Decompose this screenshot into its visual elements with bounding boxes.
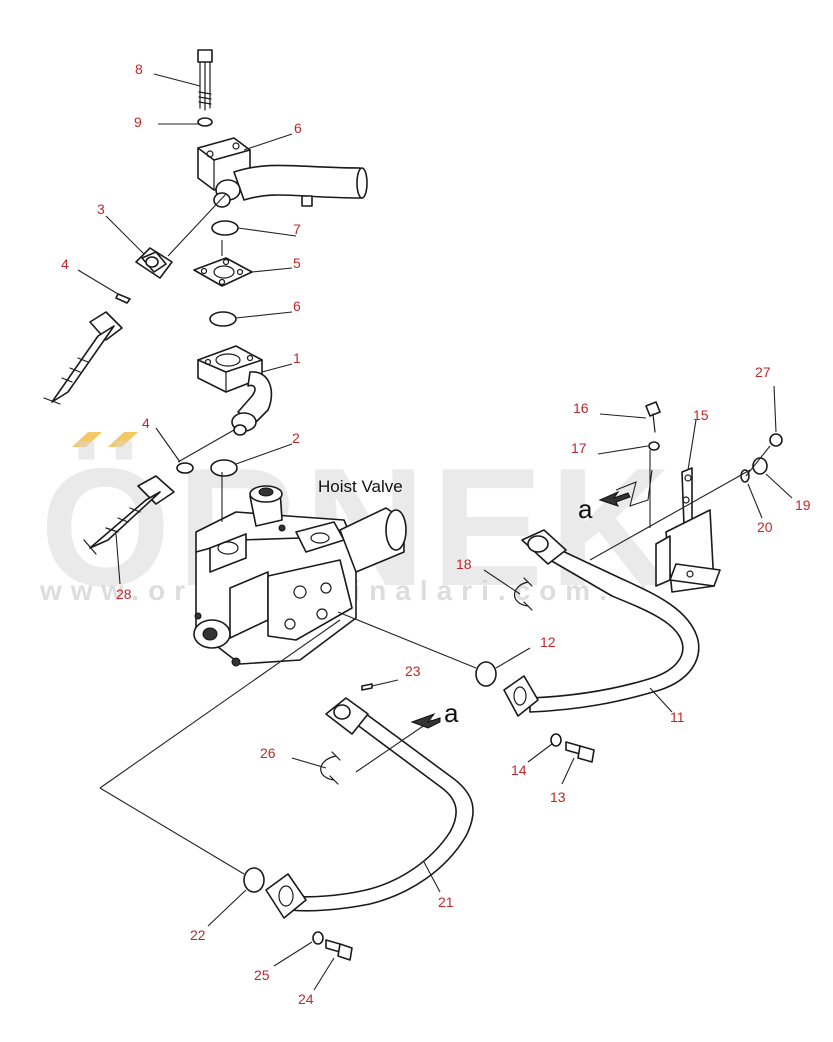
watermark-accent-right (108, 432, 138, 447)
callout-13: 13 (550, 789, 566, 805)
callout-11: 11 (670, 709, 685, 725)
callout-5: 5 (293, 255, 301, 271)
hose-fitting-upper (43, 311, 123, 405)
o-ring-part-8 (211, 220, 239, 236)
washer-part-14 (550, 733, 562, 747)
pin-part-4-upper (115, 293, 131, 304)
o-ring-part-2 (210, 459, 238, 477)
callout-21: 21 (438, 894, 454, 910)
callout-15: 15 (693, 407, 709, 423)
callout-2: 2 (292, 430, 300, 446)
callout-4-upper: 4 (61, 256, 69, 272)
callout-9: 8 (135, 61, 143, 77)
fitting-part-3 (135, 247, 173, 279)
callout-19: 19 (795, 497, 811, 513)
callout-24: 24 (298, 991, 314, 1007)
washer-part-20 (740, 469, 750, 483)
pipe-part-21 (265, 697, 474, 919)
callout-numbers: 8 9 6 3 7 4 5 6 1 4 2 28 27 16 15 17 19 … (61, 61, 811, 1007)
hoist-valve-body (193, 485, 407, 667)
callout-10: 9 (134, 114, 142, 130)
direction-arrow-upper: a (578, 490, 631, 524)
o-ring-part-6 (209, 311, 237, 327)
callout-3: 3 (97, 201, 105, 217)
callout-17: 17 (571, 440, 587, 456)
callout-23: 23 (405, 663, 421, 679)
callout-6: 6 (293, 298, 301, 314)
bracket-part-15 (655, 467, 721, 593)
bolt-part-16 (645, 401, 661, 433)
pin-part-4-lower (176, 462, 194, 474)
hose-fitting-part-28 (83, 475, 175, 555)
callout-27: 27 (755, 364, 771, 380)
washer-part-25 (312, 931, 324, 945)
callout-7: 6 (294, 120, 302, 136)
callout-28: 28 (116, 586, 132, 602)
callout-22: 22 (190, 927, 206, 943)
pin-part-23 (361, 683, 373, 691)
nut-part-19 (752, 457, 768, 475)
o-ring-part-22 (243, 867, 265, 893)
callout-25: 25 (254, 967, 270, 983)
assembly-lines (99, 193, 771, 875)
hoist-valve-label: Hoist Valve (318, 477, 403, 496)
direction-arrow-lower: a (410, 698, 459, 729)
callout-14: 14 (511, 762, 527, 778)
direction-label-upper: a (578, 494, 593, 524)
u-bolt-part-26 (320, 751, 341, 785)
u-bolt-part-18 (513, 577, 533, 611)
pipe-part-11 (503, 529, 700, 717)
callout-26: 26 (260, 745, 276, 761)
callout-1: 1 (293, 350, 301, 366)
washer-part-10 (197, 117, 213, 127)
callout-4-lower: 4 (142, 415, 150, 431)
callout-12: 12 (540, 634, 556, 650)
gasket-part-5 (193, 257, 253, 287)
callout-18: 18 (456, 556, 472, 572)
bolt-part-9 (197, 49, 213, 111)
direction-label-lower: a (444, 698, 459, 728)
callout-leaders (77, 73, 793, 991)
o-ring-part-12 (475, 661, 497, 687)
callout-16: 16 (573, 400, 589, 416)
bolt-part-13 (565, 741, 595, 763)
elbow-part-1 (197, 345, 273, 436)
washer-part-17 (648, 441, 660, 451)
bolt-part-24 (325, 939, 353, 961)
watermark-accent-left (72, 432, 102, 447)
callout-8: 7 (293, 221, 301, 237)
nut-part-27 (769, 433, 783, 447)
elbow-pipe-part-7 (197, 137, 368, 208)
callout-20: 20 (757, 519, 773, 535)
